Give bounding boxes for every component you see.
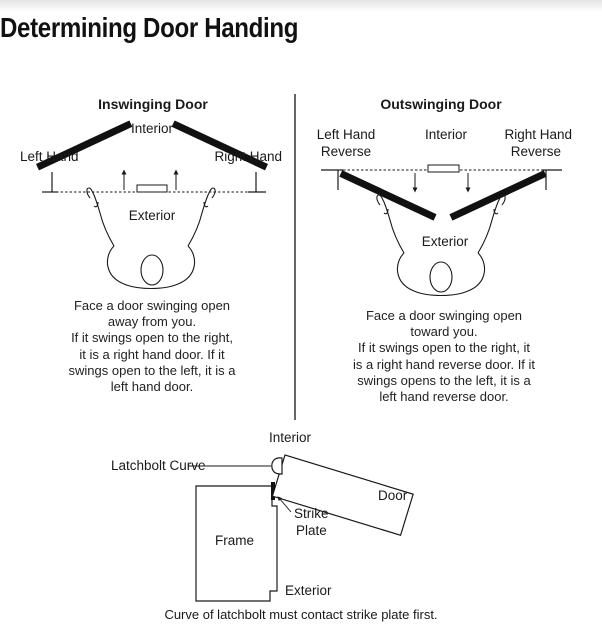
outswinging-heading: Outswinging Door [380,96,502,112]
door-label: Door [378,488,408,503]
inswinging-heading: Inswinging Door [98,96,208,112]
inswinging-interior-label: Interior [130,121,174,136]
person-from-above-icon [86,187,216,290]
strike-plate [271,482,275,500]
door-leaf-icon [449,170,547,221]
strike-plate-label-line1: Strike [294,506,329,521]
inswinging-left-hand-label: Left Hand [20,149,79,164]
strike-leader [277,496,292,513]
outswinging-exterior-label: Exterior [421,234,469,249]
inswinging-right-hand-label: Right Hand [214,149,282,164]
latchbolt-curve [271,457,283,475]
frame-label: Frame [215,533,255,548]
door-leaf-icon [171,120,268,171]
outswinging-right-hand-reverse-line1: Right Hand [504,127,572,142]
inswinging-description: Face a door swinging open away from you.… [68,298,236,395]
lock-box [136,184,168,193]
latch-interior-label: Interior [269,430,312,445]
outswinging-right-hand-reverse-line2: Reverse [510,144,561,159]
page-title: Determining Door Handing [0,12,299,43]
latchbolt-diagram [188,454,414,602]
outswinging-left-hand-reverse-line1: Left Hand [316,127,376,142]
strike-plate-label-line2: Plate [296,523,327,538]
inswinging-exterior-label: Exterior [128,208,176,223]
outswinging-interior-label: Interior [424,127,468,142]
outswinging-left-hand-reverse-line2: Reverse [320,144,372,159]
outswinging-description: Face a door swinging open toward you. If… [352,308,536,405]
latch-exterior-label: Exterior [285,583,332,598]
latch-caption: Curve of latchbolt must contact strike p… [164,607,438,622]
door-leaf-icon [36,120,133,171]
person-from-above-icon [376,194,506,297]
lock-box [427,164,460,173]
title-band [0,0,602,12]
outswinging-diagram [321,164,562,297]
latchbolt-curve-label: Latchbolt Curve [111,458,206,473]
inswinging-diagram [36,120,268,290]
door-leaf-icon [271,454,414,537]
door-leaf-icon [339,170,437,221]
